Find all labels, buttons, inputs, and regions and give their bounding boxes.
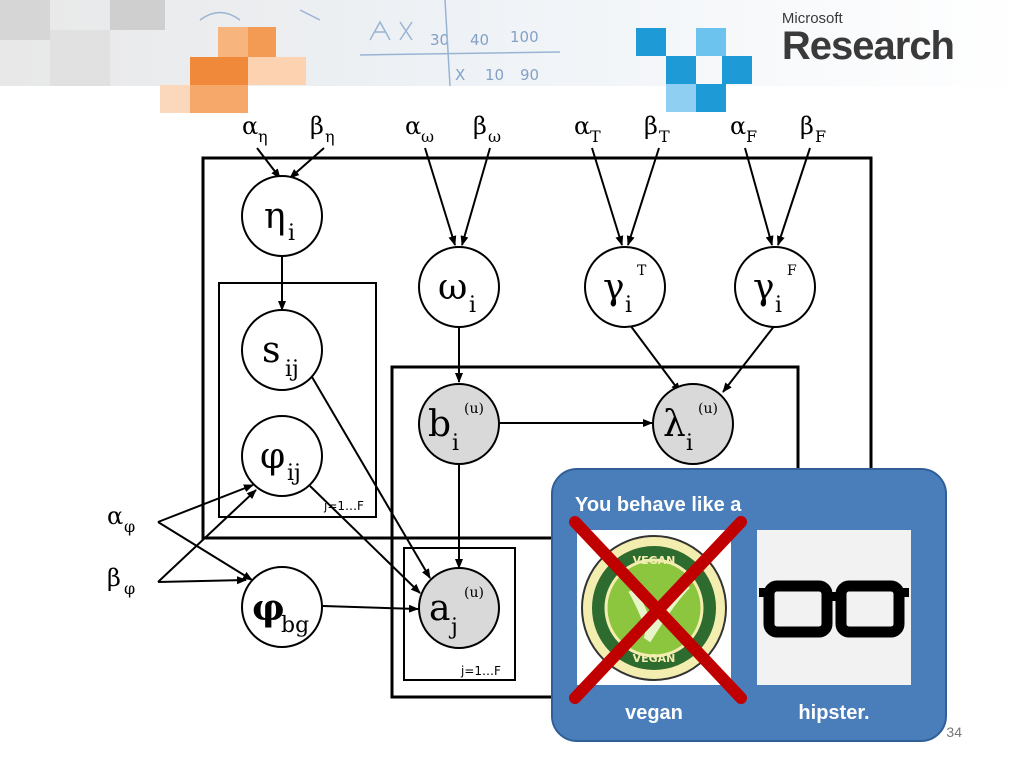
- label-alpha-eta-sub: η: [258, 127, 268, 146]
- plate-label-small: j=1…F: [460, 664, 501, 678]
- node-gammaT-main: γ: [603, 267, 625, 308]
- svg-text:100: 100: [510, 28, 539, 46]
- node-s-main: s: [262, 330, 280, 371]
- node-omega: ω i: [418, 246, 500, 328]
- page-number: 34: [946, 724, 962, 740]
- badge-top-text: VEGAN: [633, 554, 676, 567]
- node-b: b i (u): [418, 383, 500, 465]
- node-phi-main: φ: [260, 436, 285, 477]
- node-omega-main: ω: [438, 267, 467, 308]
- node-gammaT-sub: i: [625, 293, 632, 318]
- node-gammaF-sup: F: [787, 263, 797, 279]
- label-alpha-phi-sub: φ: [124, 517, 135, 536]
- label-alpha-T: α: [574, 112, 590, 140]
- node-a-sub: j: [448, 615, 458, 640]
- node-s: s ij: [241, 309, 323, 391]
- node-b-sub: i: [452, 431, 459, 456]
- banner-graphic: 30 40 100 X 10 90: [0, 0, 1024, 113]
- edge-phibg-a: [322, 604, 419, 613]
- label-alpha-omega-sub: ω: [421, 127, 434, 146]
- node-a: a j (u): [418, 567, 500, 649]
- node-phibg-sub: bg: [281, 613, 309, 638]
- node-b-main: b: [428, 404, 451, 445]
- label-beta-phi-sub: φ: [124, 579, 135, 598]
- cross-out-icon: [569, 516, 747, 704]
- node-eta-main: η: [264, 196, 286, 237]
- node-gammaT: γ i T: [584, 246, 666, 328]
- hyperparameter-labels: α η β η α ω β ω α T β T α F β F α φ β φ: [107, 112, 826, 598]
- label-beta-phi: β: [107, 564, 121, 592]
- node-gammaT-sup: T: [637, 263, 647, 279]
- svg-text:90: 90: [520, 66, 539, 84]
- edge-alphaeta-eta: [256, 147, 281, 179]
- persona-callout: You behave like a VEGAN VEGAN vegan hips…: [551, 468, 947, 742]
- node-phibg-main: φ: [252, 587, 285, 629]
- callout-title: You behave like a: [575, 494, 742, 516]
- node-lambda: λ i (u): [652, 383, 734, 465]
- label-beta-omega: β: [473, 112, 487, 140]
- edge-betaF-gammaF: [777, 147, 811, 246]
- label-beta-F: β: [800, 112, 814, 140]
- label-alpha-T-sub: T: [590, 127, 601, 146]
- vegan-label: vegan: [625, 702, 683, 724]
- edge-s-a: [311, 376, 431, 579]
- hipster-image: [757, 530, 911, 685]
- label-beta-eta: β: [310, 112, 324, 140]
- node-gammaF: γ i F: [734, 246, 816, 328]
- edge-alphaF-gammaF: [744, 147, 774, 246]
- edge-alphaphi-phibg: [157, 521, 253, 581]
- outer-plate: [201, 156, 873, 540]
- brand-small-text: Microsoft: [781, 10, 843, 27]
- svg-text:30: 30: [430, 31, 449, 49]
- header-banner: 30 40 100 X 10 90 Microsoft Research: [0, 0, 1024, 115]
- glasses-icon: [759, 580, 909, 638]
- brand-logo: Microsoft Research: [781, 10, 955, 68]
- node-omega-sub: i: [469, 293, 476, 318]
- node-phi-sub: ij: [287, 461, 301, 486]
- edges: [157, 147, 811, 613]
- label-alpha-phi: α: [107, 502, 123, 530]
- label-alpha-omega: α: [405, 112, 421, 140]
- hipster-label: hipster.: [798, 702, 870, 724]
- node-lambda-sup: (u): [698, 401, 718, 417]
- label-beta-eta-sub: η: [325, 127, 335, 146]
- label-beta-T: β: [644, 112, 658, 140]
- edge-betaT-gammaT: [626, 147, 660, 246]
- node-phi-bg: φ bg: [241, 566, 323, 648]
- node-eta-sub: i: [288, 221, 295, 246]
- edge-betaphi-phi: [157, 489, 257, 583]
- node-phi: φ ij: [241, 415, 323, 497]
- edge-gammaF-lambda: [722, 324, 776, 393]
- brand-large-text: Research: [781, 24, 955, 68]
- label-alpha-F-sub: F: [746, 127, 757, 146]
- inner-plate-left: [218, 282, 377, 518]
- node-a-sup: (u): [464, 585, 484, 601]
- node-s-sub: ij: [285, 357, 299, 382]
- node-a-main: a: [429, 588, 450, 629]
- node-lambda-sub: i: [686, 431, 693, 456]
- badge-bottom-text: VEGAN: [633, 652, 676, 665]
- svg-text:X: X: [455, 66, 465, 84]
- svg-text:40: 40: [470, 31, 489, 49]
- node-gammaF-main: γ: [753, 267, 775, 308]
- node-lambda-main: λ: [663, 404, 686, 445]
- edge-phi-a: [309, 485, 421, 594]
- node-gammaF-sub: i: [775, 293, 782, 318]
- node-eta: η i: [241, 175, 323, 257]
- label-alpha-eta: α: [242, 112, 258, 140]
- edge-alphaT-gammaT: [591, 147, 624, 246]
- label-beta-omega-sub: ω: [488, 127, 501, 146]
- node-b-sup: (u): [464, 401, 484, 417]
- svg-text:10: 10: [485, 66, 504, 84]
- edge-alphaomega-omega: [424, 147, 457, 246]
- edge-betaphi-phibg: [157, 576, 247, 585]
- edge-gammaT-lambda: [629, 324, 681, 393]
- label-alpha-F: α: [730, 112, 746, 140]
- label-beta-T-sub: T: [659, 127, 670, 146]
- edge-betaeta-eta: [289, 147, 325, 179]
- edge-betaomega-omega: [460, 147, 491, 246]
- label-beta-F-sub: F: [815, 127, 826, 146]
- edge-alphaphi-phi: [157, 484, 254, 523]
